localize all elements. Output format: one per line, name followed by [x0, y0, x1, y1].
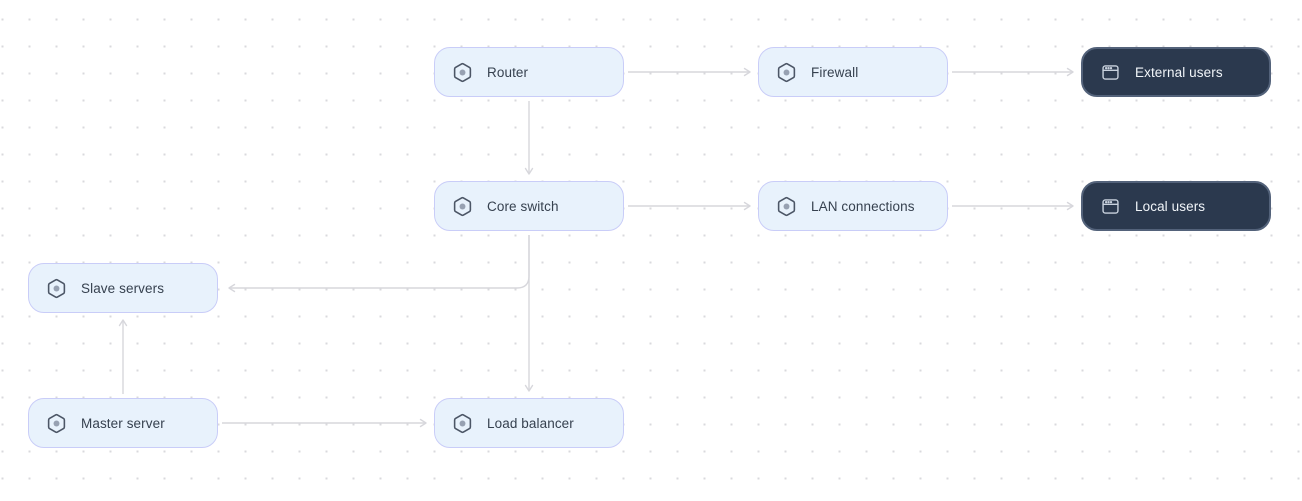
- node-label: Router: [487, 64, 529, 80]
- node-label: Slave servers: [81, 280, 165, 296]
- edge-core-switch-slave-servers[interactable]: [228, 235, 530, 293]
- node-label: LAN connections: [811, 198, 915, 214]
- hexagon-node-icon: [452, 62, 473, 83]
- node-firewall[interactable]: Firewall: [758, 47, 948, 97]
- node-core-switch[interactable]: Core switch: [434, 181, 624, 231]
- node-slave-servers[interactable]: Slave servers: [28, 263, 218, 313]
- node-label: Core switch: [487, 198, 559, 214]
- node-label: Master server: [81, 415, 165, 431]
- browser-window-icon: [1100, 62, 1121, 83]
- hexagon-node-icon: [46, 278, 67, 299]
- hexagon-node-icon: [46, 413, 67, 434]
- node-label: Local users: [1135, 198, 1206, 214]
- node-router[interactable]: Router: [434, 47, 624, 97]
- node-label: Firewall: [811, 64, 859, 80]
- hexagon-node-icon: [452, 413, 473, 434]
- hexagon-node-icon: [776, 196, 797, 217]
- node-load-balancer[interactable]: Load balancer: [434, 398, 624, 448]
- hexagon-node-icon: [776, 62, 797, 83]
- browser-window-icon: [1100, 196, 1121, 217]
- hexagon-node-icon: [452, 196, 473, 217]
- node-label: External users: [1135, 64, 1223, 80]
- node-lan-connections[interactable]: LAN connections: [758, 181, 948, 231]
- node-label: Load balancer: [487, 415, 574, 431]
- node-master-server[interactable]: Master server: [28, 398, 218, 448]
- node-local-users[interactable]: Local users: [1081, 181, 1271, 231]
- node-external-users[interactable]: External users: [1081, 47, 1271, 97]
